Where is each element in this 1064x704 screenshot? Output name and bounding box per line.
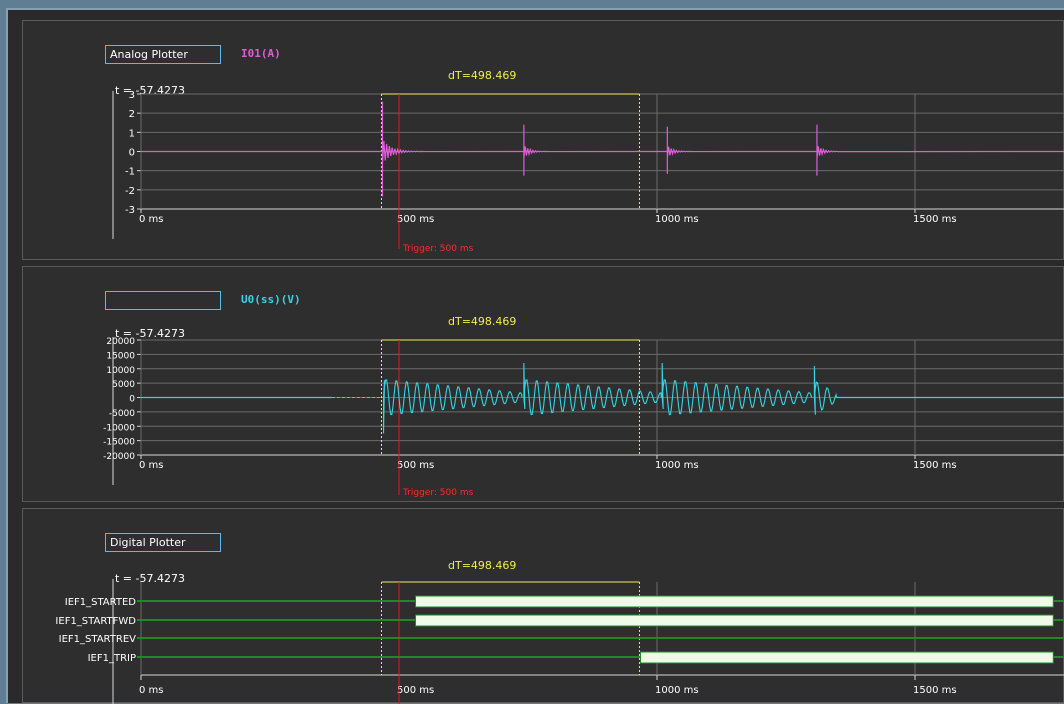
x-tick-label: 0 ms bbox=[139, 460, 164, 471]
y-tick-label: -3 bbox=[125, 205, 135, 216]
channel-label: IEF1_TRIP bbox=[88, 653, 136, 664]
y-tick-label: -1 bbox=[125, 167, 135, 178]
digital-plot[interactable]: 0 ms 500 ms 1000 ms 1500 ms IEF1_STARTED IEF1… bbox=[23, 509, 1064, 704]
channel-active-bar bbox=[415, 595, 1054, 608]
trigger-label: Trigger: 500 ms bbox=[403, 488, 474, 498]
plotter-label-box[interactable]: Digital Plotter bbox=[105, 533, 221, 552]
x-tick-label: 1500 ms bbox=[913, 685, 957, 696]
y-tick-label: -20000 bbox=[103, 452, 135, 462]
x-tick-label: 1000 ms bbox=[655, 685, 699, 696]
x-tick-label: 500 ms bbox=[397, 685, 434, 696]
delta-time-label: dT=498.469 bbox=[448, 315, 517, 328]
y-tick-label: 10000 bbox=[106, 366, 135, 376]
y-tick-label: 5000 bbox=[112, 380, 135, 390]
analog-plotter-panel-1[interactable]: Analog Plotter I01(A) dT=498.469 t = -57… bbox=[22, 20, 1064, 260]
y-tick-label: 15000 bbox=[106, 351, 135, 361]
channel-label: IEF1_STARTFWD bbox=[55, 616, 136, 627]
plotter-label-box[interactable] bbox=[105, 291, 221, 310]
channel-active-bar bbox=[415, 614, 1054, 627]
x-tick-label: 0 ms bbox=[139, 214, 164, 225]
plotter-label-box[interactable]: Analog Plotter bbox=[105, 45, 221, 64]
y-tick-label: -15000 bbox=[103, 438, 135, 448]
y-tick-label: -2 bbox=[125, 186, 135, 197]
channel-active-bar bbox=[639, 651, 1054, 664]
signal-trace bbox=[141, 101, 1064, 197]
y-tick-label: 3 bbox=[129, 90, 135, 101]
x-tick-label: 1000 ms bbox=[655, 460, 699, 471]
x-tick-label: 1500 ms bbox=[913, 214, 957, 225]
signal-name: U0(ss)(V) bbox=[241, 293, 301, 306]
delta-time-label: dT=498.469 bbox=[448, 559, 517, 572]
x-tick-label: 500 ms bbox=[397, 460, 434, 471]
y-tick-label: -5000 bbox=[109, 409, 135, 419]
y-tick-label: -10000 bbox=[103, 423, 135, 433]
signal-name: I01(A) bbox=[241, 47, 281, 60]
y-tick-label: 0 bbox=[129, 148, 135, 159]
analog-plotter-panel-2[interactable]: U0(ss)(V) dT=498.469 t = -57.4273 Trigge… bbox=[22, 266, 1064, 502]
x-tick-label: 500 ms bbox=[397, 214, 434, 225]
x-tick-label: 1000 ms bbox=[655, 214, 699, 225]
y-tick-label: 2 bbox=[129, 109, 135, 120]
channel-label: IEF1_STARTREV bbox=[59, 634, 136, 645]
y-tick-label: 0 bbox=[129, 395, 135, 405]
cursor-time-label: t = -57.4273 bbox=[115, 327, 185, 340]
cursor-time-label: t = -57.4273 bbox=[115, 572, 185, 585]
trigger-label: Trigger: 500 ms bbox=[403, 244, 474, 254]
x-tick-label: 0 ms bbox=[139, 685, 164, 696]
delta-time-label: dT=498.469 bbox=[448, 69, 517, 82]
y-tick-label: 20000 bbox=[106, 337, 135, 347]
signal-trace bbox=[382, 362, 838, 434]
y-tick-label: 1 bbox=[129, 128, 135, 139]
digital-plotter-panel[interactable]: Digital Plotter dT=498.469 t = -57.4273 … bbox=[22, 508, 1064, 704]
analog-plot-1[interactable]: 3 2 1 0 -1 -2 -3 0 ms 500 ms 1000 ms 1500 ms bbox=[23, 21, 1064, 261]
x-tick-label: 1500 ms bbox=[913, 460, 957, 471]
channel-label: IEF1_STARTED bbox=[65, 597, 137, 608]
analog-plot-2[interactable]: 20000 15000 10000 5000 0 -5000 -10000 -15000 -20… bbox=[23, 267, 1064, 503]
